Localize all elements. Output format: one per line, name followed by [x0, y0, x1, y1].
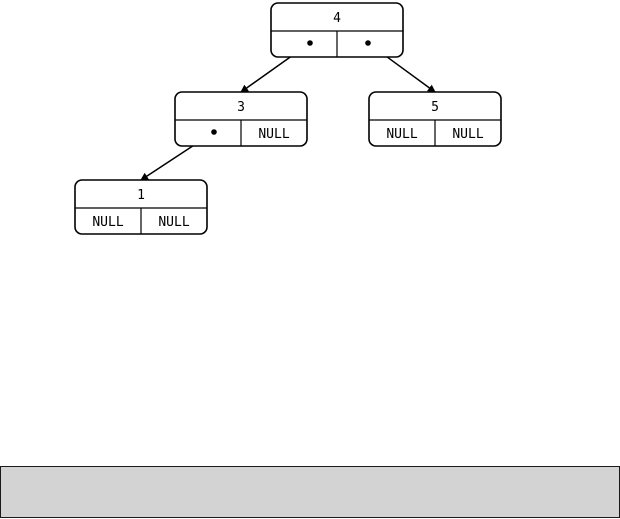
node-value: 5 — [431, 100, 439, 115]
null-pointer-label: NULL — [452, 127, 483, 142]
null-pointer-label: NULL — [386, 127, 417, 142]
pointer-dot — [211, 129, 217, 135]
tree-node-4: 4 — [270, 2, 404, 58]
status-bar — [0, 466, 620, 518]
null-pointer-label: NULL — [258, 127, 289, 142]
node-value: 1 — [137, 188, 145, 203]
node-value: 3 — [237, 100, 245, 115]
pointer-dot — [307, 40, 313, 46]
null-pointer-label: NULL — [92, 215, 123, 230]
pointer-dot — [365, 40, 371, 46]
node-value: 4 — [333, 11, 341, 26]
null-pointer-label: NULL — [158, 215, 189, 230]
